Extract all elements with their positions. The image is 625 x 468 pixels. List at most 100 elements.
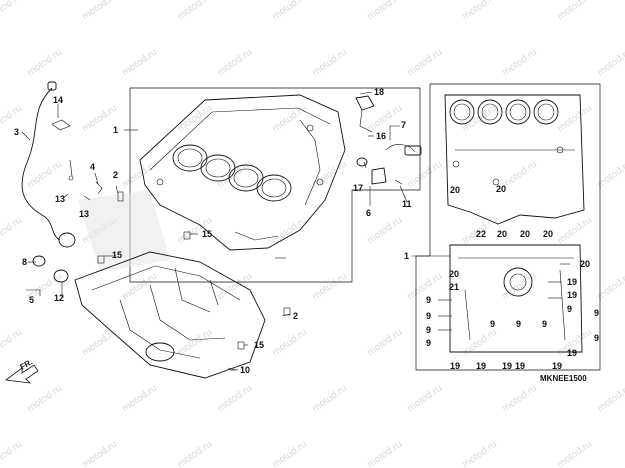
callout-19-b5: 19 — [552, 361, 562, 371]
watermark-text: motod.ru — [595, 47, 625, 79]
watermark-text: motod.ru — [215, 47, 254, 79]
callout-10: 10 — [240, 365, 250, 375]
callout-15-c: 15 — [254, 340, 264, 350]
callout-8: 8 — [22, 257, 27, 267]
watermark-text: motod.ru — [555, 439, 594, 468]
callout-9-left: 9 — [426, 295, 431, 305]
watermark-text: motod.ru — [120, 383, 159, 415]
sensor-parts — [355, 95, 422, 185]
watermark-text: motod.ru — [405, 47, 444, 79]
watermark-text: motod.ru — [270, 327, 309, 359]
watermark-text: motod.ru — [365, 439, 404, 468]
watermark-text: motod.ru — [80, 0, 119, 22]
callout-20-f: 20 — [580, 259, 590, 269]
callout-9-l4: 9 — [426, 338, 431, 348]
callout-2-lower: 2 — [293, 311, 298, 321]
callout-11: 11 — [402, 199, 412, 209]
callout-19-b6: 19 — [567, 348, 577, 358]
watermark-text: motod.ru — [460, 0, 499, 22]
callout-14: 14 — [53, 95, 63, 105]
watermark-text: motod.ru — [555, 215, 594, 247]
watermark-text: motod.ru — [175, 0, 214, 22]
watermark-text: motod.ru — [500, 271, 539, 303]
callout-19-b2: 19 — [476, 361, 486, 371]
cylinder-bore-4 — [256, 174, 292, 202]
watermark-text: motod.ru — [595, 383, 625, 415]
callout-1-right: 1 — [404, 251, 409, 261]
watermark-text: motod.ru — [0, 0, 24, 22]
watermark-text: motod.ru — [460, 439, 499, 468]
watermark-text: motod.ru — [500, 159, 539, 191]
watermark-text: motod.ru — [365, 103, 404, 135]
watermark-text: motod.ru — [500, 383, 539, 415]
watermark-text: motod.ru — [25, 159, 64, 191]
callout-1-left: 1 — [113, 125, 118, 135]
left-assembly-frame — [129, 87, 421, 283]
lower-block-bottom-view — [449, 244, 583, 353]
hatched-area — [78, 190, 170, 272]
watermark-text: motod.ru — [0, 215, 24, 247]
callout-19-r2: 19 — [567, 290, 577, 300]
watermark-text: motod.ru — [0, 439, 24, 468]
watermark-text: motod.ru — [215, 383, 254, 415]
callout-16: 16 — [376, 131, 386, 141]
callout-18: 18 — [374, 87, 384, 97]
callout-20-e: 20 — [543, 229, 553, 239]
cable-assembly — [21, 81, 76, 248]
callout-7: 7 — [401, 120, 406, 130]
callout-9-c1: 9 — [490, 319, 495, 329]
callout-6: 6 — [366, 208, 371, 218]
callout-19-b3: 19 — [502, 361, 512, 371]
watermark-text: motod.ru — [310, 159, 349, 191]
watermark-text: motod.ru — [310, 383, 349, 415]
watermark-text: motod.ru — [555, 0, 594, 22]
watermark-text: motod.ru — [270, 215, 309, 247]
watermark-text: motod.ru — [175, 327, 214, 359]
front-arrow: FR. — [4, 357, 39, 384]
callout-15-b: 15 — [112, 250, 122, 260]
callout-9-c3: 9 — [542, 319, 547, 329]
watermark-text: motod.ru — [405, 159, 444, 191]
callout-19-b4: 19 — [515, 361, 525, 371]
watermark-text: motod.ru — [175, 103, 214, 135]
callout-20-a: 20 — [450, 185, 460, 195]
callout-9-r3: 9 — [594, 333, 599, 343]
watermark-text: motod.ru — [120, 271, 159, 303]
watermark-text: motod.ru — [120, 159, 159, 191]
callout-9-l2: 9 — [426, 311, 431, 321]
callout-labels: 1 2 3 4 5 6 7 8 9 10 11 12 13 13 14 15 1… — [14, 87, 599, 375]
callout-20-c: 20 — [497, 229, 507, 239]
diagram-code: MKNEE1500 — [540, 374, 587, 383]
callout-3: 3 — [14, 127, 19, 137]
callout-4: 4 — [90, 162, 95, 172]
upper-crankcase — [139, 94, 346, 251]
callout-20-g: 20 — [449, 269, 459, 279]
watermark-text: motod.ru — [270, 0, 309, 22]
callout-13-b: 13 — [79, 209, 89, 219]
callout-9-c2: 9 — [516, 319, 521, 329]
watermark-text: motod.ru — [25, 383, 64, 415]
watermark-text: motod.ru — [0, 327, 24, 359]
watermark-text: motod.ru — [175, 439, 214, 468]
callout-12: 12 — [54, 293, 64, 303]
watermark-text: motod.ru — [215, 271, 254, 303]
watermark-text: motod.ru — [405, 271, 444, 303]
watermark-text: motod.ru — [120, 47, 159, 79]
watermark-text: motod.ru — [500, 47, 539, 79]
callout-19-b1: 19 — [450, 361, 460, 371]
leader-lines — [21, 91, 570, 371]
watermark-text: motod.ru — [310, 271, 349, 303]
watermark-text: motod.ru — [0, 103, 24, 135]
watermark-text: motod.ru — [270, 439, 309, 468]
callout-5: 5 — [29, 295, 34, 305]
watermark-text: motod.ru — [310, 47, 349, 79]
watermark-text: motod.ru — [555, 103, 594, 135]
lower-crankcase — [74, 251, 266, 379]
callout-9-r1: 9 — [567, 304, 572, 314]
watermark-text: motod.ru — [80, 439, 119, 468]
callout-13-a: 13 — [55, 194, 65, 204]
callout-9-l3: 9 — [426, 325, 431, 335]
watermark-text: motod.ru — [365, 327, 404, 359]
watermark-text: motod.ru — [270, 103, 309, 135]
